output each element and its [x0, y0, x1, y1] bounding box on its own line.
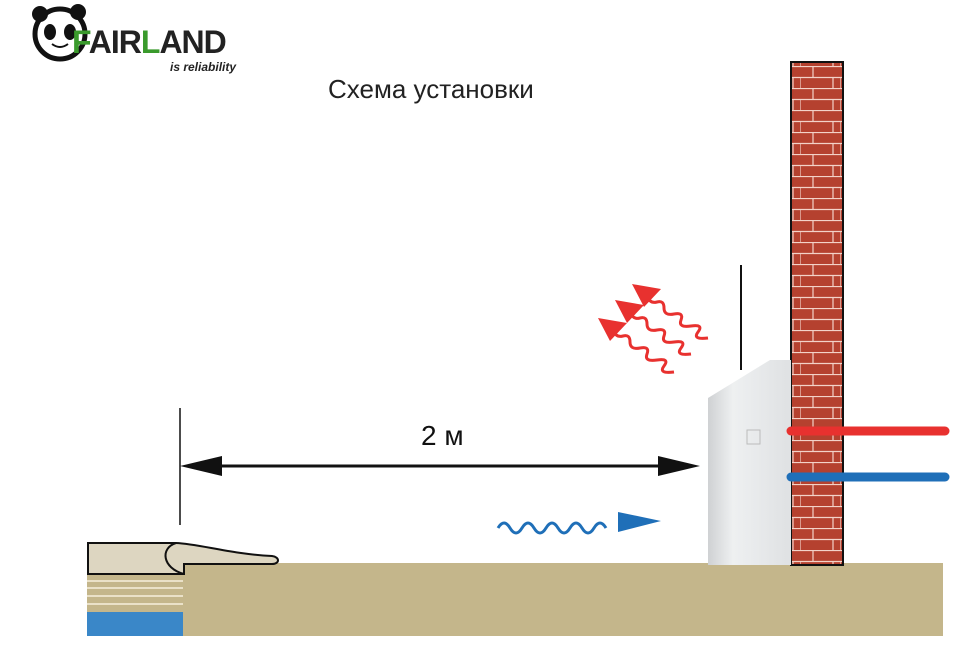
pool-edge	[87, 542, 279, 636]
heat-pump-unit	[708, 360, 791, 565]
distance-label: 2 м	[421, 420, 464, 451]
logo-letter: L	[140, 24, 161, 60]
panda-logo-icon	[32, 4, 88, 62]
pool-water	[87, 612, 183, 636]
cold-air-arrow-icon	[496, 512, 661, 535]
hot-air-arrows-icon	[598, 284, 709, 374]
logo-letters: AND	[159, 24, 226, 60]
logo-letter: F	[72, 24, 90, 60]
logo-letters: AIR	[88, 24, 142, 60]
brand-logo: FAIRLAND	[72, 24, 227, 61]
logo-tagline: is reliability	[170, 60, 237, 74]
brick-wall	[790, 61, 844, 566]
pool-coping	[87, 542, 279, 575]
diagram-title: Схема установки	[328, 74, 534, 104]
distance-arrow	[180, 456, 700, 476]
ground	[183, 563, 943, 636]
